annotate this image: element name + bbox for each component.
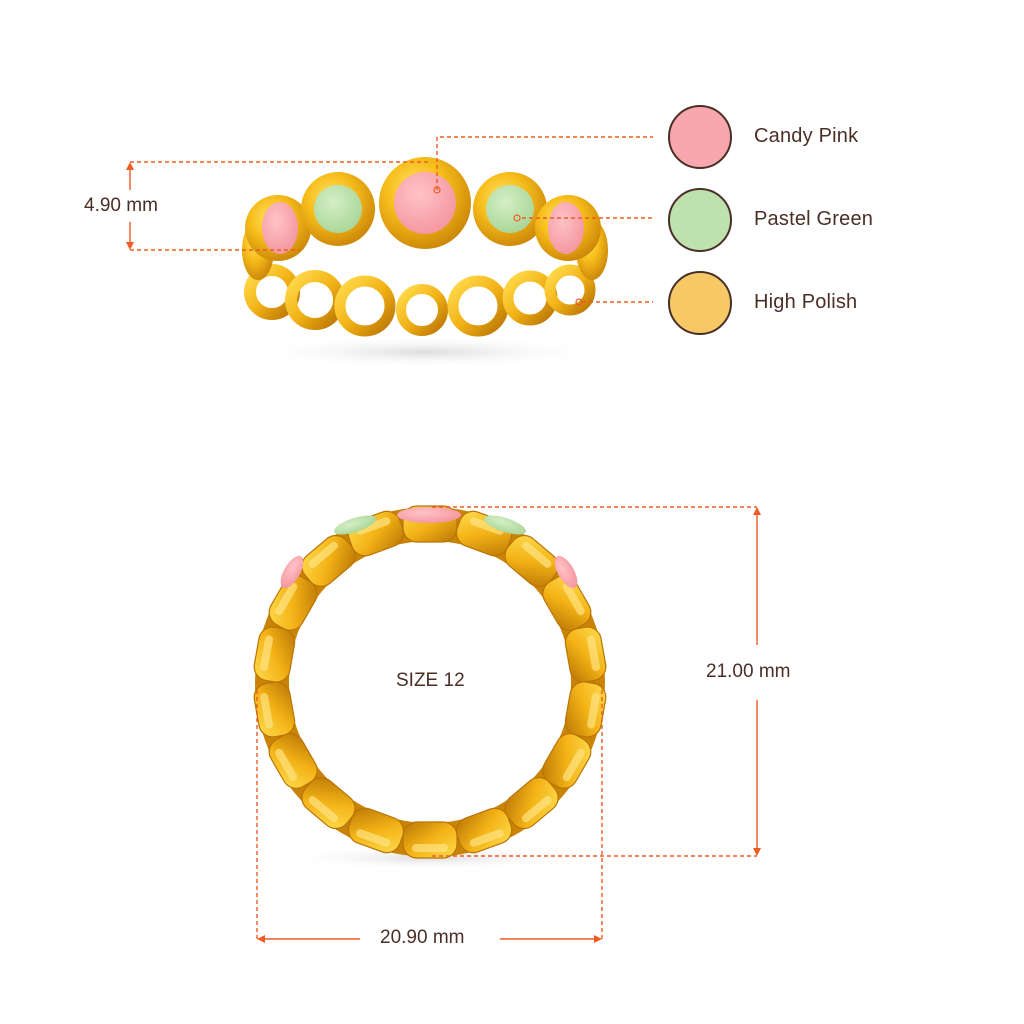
ring-link-highlight	[469, 517, 504, 535]
ring-link-highlight	[308, 541, 339, 568]
ring-link-highlight	[308, 796, 339, 823]
ring-link	[504, 777, 559, 830]
ring-link	[253, 626, 296, 683]
open-bezels	[244, 264, 596, 337]
ring-link	[542, 733, 592, 789]
ring-link-highlight	[587, 635, 600, 671]
ring-link-highlight	[275, 748, 298, 782]
dimension-width: 20.90 mm	[374, 927, 471, 949]
ring-link	[301, 534, 356, 587]
ring-link-highlight	[356, 829, 391, 847]
ring-link-highlight	[521, 541, 552, 568]
ring-link-highlight	[260, 693, 273, 729]
ring-link-highlight	[260, 635, 273, 671]
ring-link	[301, 777, 356, 830]
ring-link-highlight	[469, 829, 504, 847]
ring-link	[564, 681, 607, 738]
swatch-candy-pink	[668, 105, 732, 169]
stone-bezels	[245, 157, 601, 261]
dimension-lines	[129, 136, 758, 940]
ring-link	[504, 534, 559, 587]
swatch-pastel-green	[668, 188, 732, 252]
ring-link-highlight	[521, 796, 552, 823]
ring-link-highlight	[562, 748, 585, 782]
ring-link-highlight	[275, 582, 298, 616]
ring-size-label: SIZE 12	[396, 670, 465, 691]
legend-label-pastel-green: Pastel Green	[754, 208, 874, 230]
ring-link	[253, 681, 296, 738]
ring-link	[564, 626, 607, 683]
dimension-band-width: 4.90 mm	[78, 195, 164, 217]
swatch-high-polish	[668, 271, 732, 335]
ring-link-highlight	[356, 517, 391, 535]
legend-label-candy-pink: Candy Pink	[754, 125, 859, 147]
ring-link-highlight	[587, 693, 600, 729]
ring-side-view	[242, 157, 608, 368]
dimension-height: 21.00 mm	[700, 661, 797, 683]
ring-front-view	[253, 505, 607, 870]
ring-link	[268, 575, 318, 631]
ring-link	[402, 821, 458, 859]
ring-link-highlight	[562, 582, 585, 616]
dimension-markers	[126, 162, 761, 943]
ring-link-highlight	[412, 844, 448, 852]
ring-link	[268, 733, 318, 789]
ring-link	[542, 575, 592, 631]
legend-label-high-polish: High Polish	[754, 291, 858, 313]
